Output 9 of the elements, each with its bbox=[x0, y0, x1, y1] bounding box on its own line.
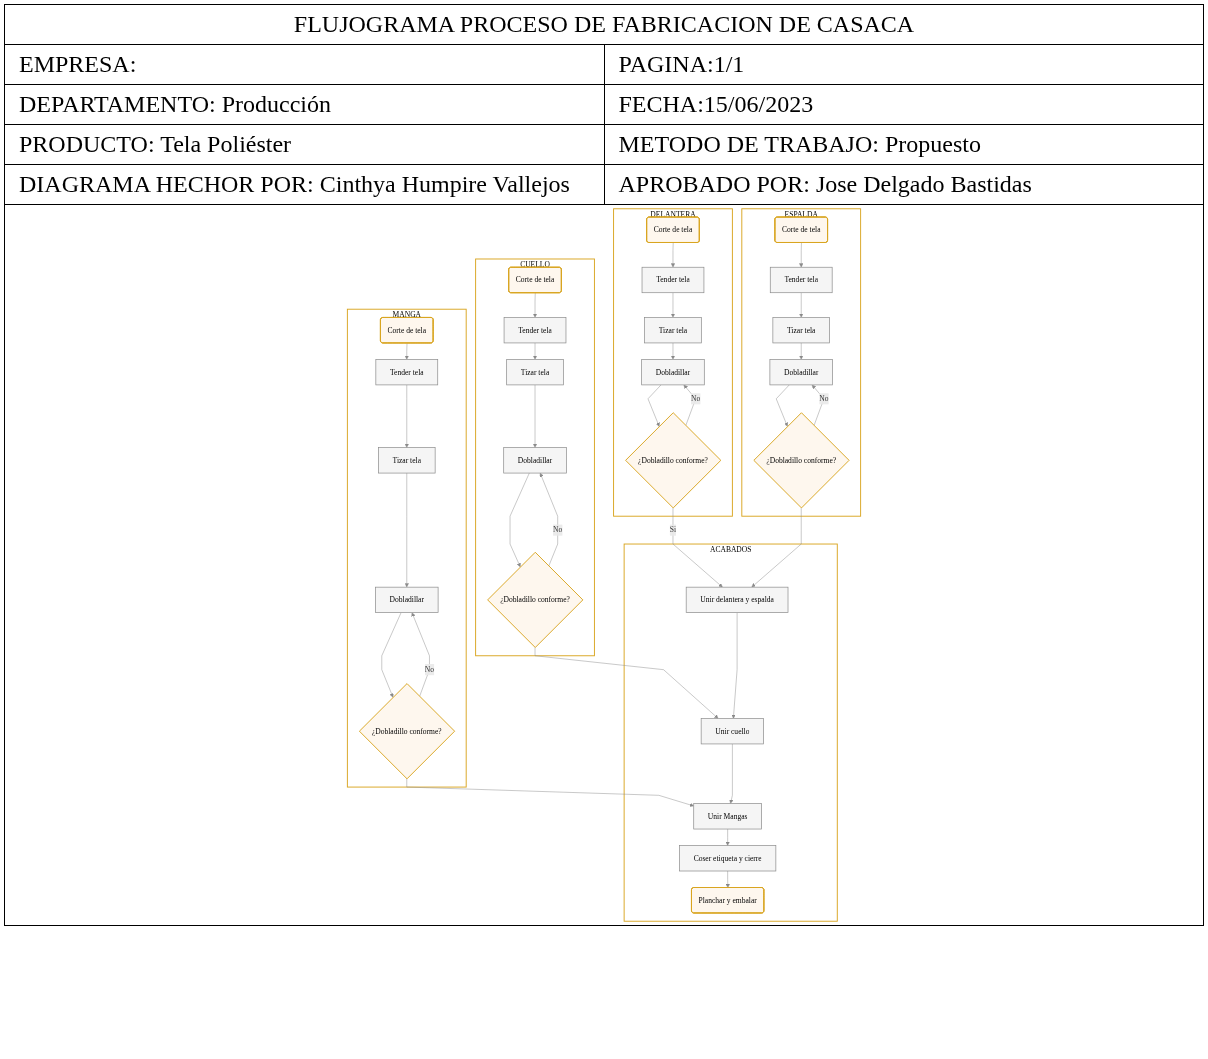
table-cell: FECHA:15/06/2023 bbox=[604, 84, 1204, 125]
table-cell: DIAGRAMA HECHOR POR: Cinthya Humpire Vallejos bbox=[4, 164, 604, 205]
table-cell: EMPRESA: bbox=[4, 44, 604, 85]
title-cell: FLUJOGRAMA PROCESO DE FABRICACION DE CASACA bbox=[4, 4, 1204, 45]
table-cell: PRODUCTO: Tela Poliéster bbox=[4, 124, 604, 165]
table-cell: METODO DE TRABAJO: Propuesto bbox=[604, 124, 1204, 165]
table-cell: APROBADO POR: Jose Delgado Bastidas bbox=[604, 164, 1204, 205]
table-cell: DEPARTAMENTO: Producción bbox=[4, 84, 604, 125]
table-cell: PAGINA:1/1 bbox=[604, 44, 1204, 85]
